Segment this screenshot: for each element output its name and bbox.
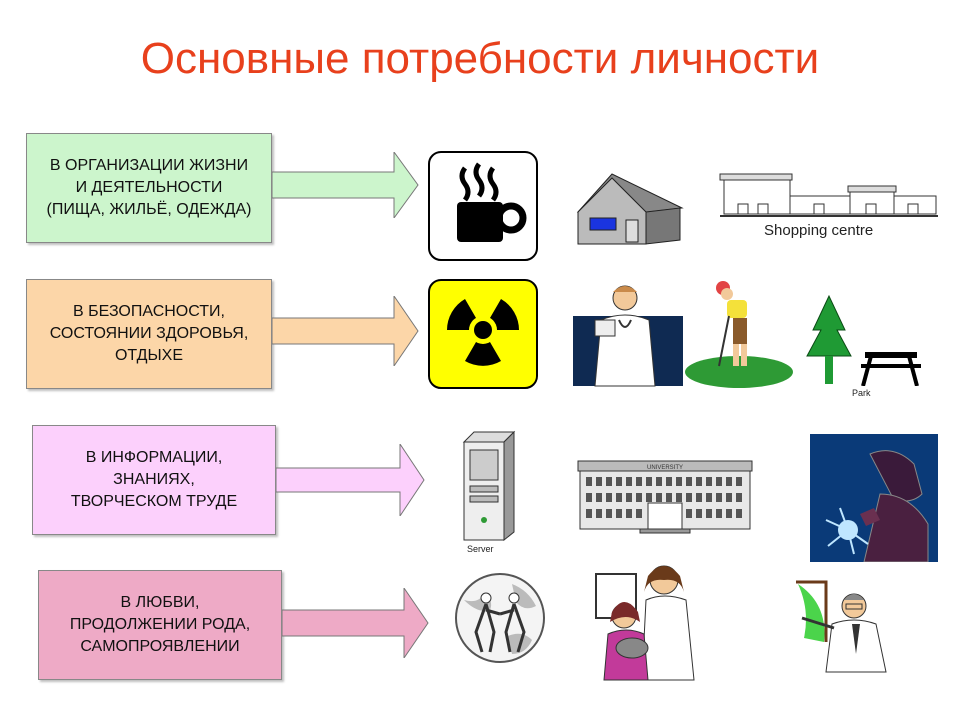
golfer-icon (685, 281, 793, 388)
window (706, 509, 712, 518)
window (596, 477, 602, 486)
window (626, 477, 632, 486)
window (726, 509, 732, 518)
coffee-cup-icon (428, 151, 538, 261)
need-box-life: В ОРГАНИЗАЦИИ ЖИЗНИ И ДЕЯТЕЛЬНОСТИ (ПИЩА… (26, 133, 272, 243)
window (606, 477, 612, 486)
window (636, 477, 642, 486)
need-box-love: В ЛЮБВИ, ПРОДОЛЖЕНИИ РОДА, САМОПРОЯВЛЕНИ… (38, 570, 282, 680)
university-label: UNIVERSITY (647, 465, 683, 471)
window (706, 477, 712, 486)
window (676, 477, 682, 486)
shopping-centre-caption: Shopping centre (764, 222, 874, 239)
window (726, 493, 732, 502)
server-icon (462, 430, 516, 542)
window (646, 477, 652, 486)
window (626, 493, 632, 502)
window (586, 509, 592, 518)
park-icon (806, 294, 921, 386)
window (736, 509, 742, 518)
teacher-icon (796, 580, 887, 673)
need-line: ЗНАНИЯХ, (113, 471, 195, 488)
window (646, 493, 652, 502)
need-line: ТВОРЧЕСКОМ ТРУДЕ (70, 493, 238, 510)
window (696, 477, 702, 486)
window (716, 509, 722, 518)
family-icon (595, 565, 695, 681)
need-line: В ЛЮБВИ, (120, 594, 200, 611)
need-line: (ПИЩА, ЖИЛЬЁ, ОДЕЖДА) (46, 201, 252, 218)
doctor-icon (573, 285, 683, 387)
page-title: Основные потребности личности (140, 34, 820, 83)
window (616, 477, 622, 486)
need-line: ОТДЫХЕ (114, 347, 183, 364)
window (596, 509, 602, 518)
need-box-safety: В БЕЗОПАСНОСТИ, СОСТОЯНИИ ЗДОРОВЬЯ, ОТДЫ… (26, 279, 272, 389)
window (616, 509, 622, 518)
need-line: САМОПРОЯВЛЕНИИ (80, 638, 240, 655)
arrow-right-icon (276, 444, 425, 516)
window (686, 493, 692, 502)
arrow-right-icon (282, 588, 429, 658)
window (656, 493, 662, 502)
arrow-right-icon (272, 152, 419, 218)
house-icon (576, 173, 684, 245)
window (686, 477, 692, 486)
window (656, 477, 662, 486)
need-box-information: В ИНФОРМАЦИИ, ЗНАНИЯХ, ТВОРЧЕСКОМ ТРУДЕ (32, 425, 276, 535)
window (616, 493, 622, 502)
need-line: СОСТОЯНИИ ЗДОРОВЬЯ, (49, 325, 249, 342)
window (736, 493, 742, 502)
window (736, 477, 742, 486)
shopping-centre-icon (719, 173, 938, 217)
window (606, 509, 612, 518)
window (696, 509, 702, 518)
window (606, 493, 612, 502)
radiation-icon (428, 279, 538, 389)
need-line: В БЕЗОПАСНОСТИ, (73, 303, 225, 320)
window (726, 477, 732, 486)
window (596, 493, 602, 502)
need-line: ПРОДОЛЖЕНИИ РОДА, (69, 616, 251, 633)
window (696, 493, 702, 502)
need-line: В ИНФОРМАЦИИ, (85, 449, 223, 466)
window (636, 493, 642, 502)
window (586, 477, 592, 486)
window (626, 509, 632, 518)
window (676, 493, 682, 502)
window (666, 477, 672, 486)
university-icon: UNIVERSITY (577, 460, 753, 534)
window (636, 509, 642, 518)
need-line: В ОРГАНИЗАЦИИ ЖИЗНИ (49, 157, 249, 174)
window (716, 493, 722, 502)
window (716, 477, 722, 486)
window (686, 509, 692, 518)
window (706, 493, 712, 502)
park-caption: Park (852, 388, 871, 398)
globe-people-icon (455, 573, 545, 663)
window (666, 493, 672, 502)
server-caption: Server (467, 544, 494, 554)
need-line: И ДЕЯТЕЛЬНОСТИ (75, 179, 223, 196)
arrow-right-icon (272, 296, 419, 366)
welder-icon (810, 434, 938, 562)
window (586, 493, 592, 502)
